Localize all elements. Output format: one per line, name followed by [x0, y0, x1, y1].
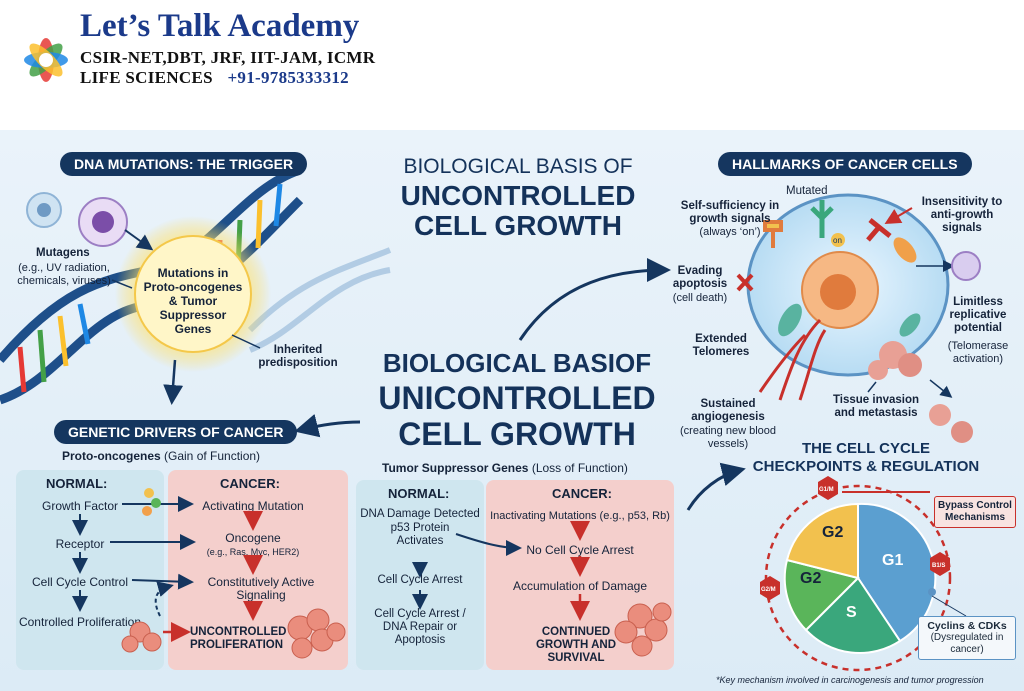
- proto-oncogenes-heading: Proto-oncogenes (Gain of Function): [62, 450, 260, 463]
- phase-g2-upper: G2: [822, 524, 844, 541]
- hallmarks-heading: HALLMARKS OF CANCER CELLS: [718, 152, 972, 176]
- proto-normal-step-3: Cell Cycle Control: [31, 575, 129, 589]
- cyclins-box: Cyclins & CDKs (Dysregulated in cancer): [918, 616, 1016, 660]
- proto-title: Proto-oncogenes: [62, 449, 161, 463]
- academy-exams: CSIR-NET,DBT, JRF, IIT-JAM, ICMR: [80, 48, 376, 67]
- tissue-invasion: Tissue invasion and metastasis: [832, 394, 920, 419]
- proto-subtitle: (Gain of Function): [164, 449, 261, 463]
- tsg-cancer-label: CANCER:: [552, 486, 612, 501]
- limitless-potential-title: Limitless replicative potential: [949, 296, 1007, 334]
- cancer-cell-icon: [746, 193, 950, 401]
- academy-header: Let’s Talk Academy CSIR-NET,DBT, JRF, II…: [0, 0, 1024, 128]
- infographic-panel: DNA MUTATIONS: THE TRIGGER Mutagens (e.g…: [0, 130, 1024, 691]
- self-sufficiency-detail: (always ‘on’): [699, 226, 761, 238]
- proto-cancer-step-3: Constitutively Active Signaling: [207, 575, 315, 602]
- top-title-line2: UNCONTROLLED: [400, 180, 636, 211]
- proto-normal-step-4: Controlled Proliferation: [18, 615, 142, 629]
- proto-cancer-step-2-detail: (e.g., Ras, Myc, HER2): [206, 547, 300, 557]
- tsg-cancer-step-4: CONTINUED GROWTH AND SURVIVAL: [535, 626, 617, 664]
- on-label: on: [833, 236, 842, 245]
- proto-cancer-step-2: Oncogene: [225, 531, 281, 545]
- limitless-potential-detail: (Telomerase activation): [947, 340, 1009, 365]
- proto-normal-label: NORMAL:: [46, 476, 108, 491]
- angiogenesis-title: Sustained angiogenesis: [691, 398, 765, 423]
- mid-title-line2: UNICONTROLLED: [378, 380, 656, 416]
- footnote: *Key mechanism involved in carcinogenesi…: [716, 675, 984, 685]
- cell-cycle-heading-1: THE CELL CYCLE: [801, 440, 931, 457]
- mutations-glow-label: Mutations in Proto-oncogenes & Tumor Sup…: [143, 266, 243, 336]
- tsg-subtitle: (Loss of Function): [531, 461, 628, 475]
- phase-g2-lower: G2: [800, 570, 822, 587]
- academy-phone: +91-9785333312: [227, 68, 349, 87]
- driver-arrows: [72, 488, 672, 659]
- proto-cancer-step-4: UNCONTROLLED PROLIFERATION: [190, 626, 287, 651]
- self-sufficiency-title: Self-sufficiency in growth signals: [680, 200, 780, 225]
- tsg-normal-label: NORMAL:: [388, 486, 450, 501]
- proto-cancer-label: CANCER:: [220, 476, 280, 491]
- proto-normal-step-2: Receptor: [55, 537, 105, 551]
- inherited-predisposition: Inherited predisposition: [258, 344, 338, 369]
- mid-title-line1: BIOLOGICAL BASIOF: [382, 348, 652, 378]
- tsg-title: Tumor Suppressor Genes: [382, 461, 529, 475]
- mutagens-title: Mutagens: [36, 247, 90, 259]
- academy-logo-icon: [24, 38, 68, 82]
- tsg-normal-step-4: Cell Cycle Arrest / DNA Repair or Apopto…: [374, 608, 466, 646]
- evading-apoptosis-title: Evading apoptosis: [672, 265, 728, 290]
- infographic-artwork: [0, 165, 981, 672]
- insensitivity-label: Insensitivity to anti-growth signals: [921, 196, 1003, 234]
- cyclins-detail: (Dysregulated in cancer): [930, 632, 1004, 655]
- phase-g1: G1: [882, 552, 904, 569]
- tsg-normal-step-2: p53 Protein Activates: [390, 522, 450, 547]
- top-title-line1: BIOLOGICAL BASIS OF: [403, 155, 633, 178]
- academy-subject-line: LIFE SCIENCES +91-9785333312: [80, 68, 349, 88]
- cyclins-title: Cyclins & CDKs: [927, 620, 1007, 632]
- mid-title-line3: CELL GROWTH: [398, 416, 636, 452]
- tsg-cancer-step-2: No Cell Cycle Arrest: [526, 543, 634, 557]
- checkpoint-b1s: B1/S: [932, 563, 946, 569]
- extended-telomeres: Extended Telomeres: [692, 333, 750, 358]
- tsg-normal-step-1: DNA Damage Detected: [360, 508, 480, 520]
- phase-s: S: [846, 604, 857, 621]
- academy-title: Let’s Talk Academy: [80, 8, 360, 44]
- genetic-drivers-heading: GENETIC DRIVERS OF CANCER: [54, 420, 298, 444]
- proto-normal-step-1: Growth Factor: [41, 499, 119, 513]
- cell-cycle-heading-2: CHECKPOINTS & REGULATION: [752, 458, 980, 475]
- bypass-control-box: Bypass Control Mechanisms: [934, 496, 1016, 528]
- cell-cycle-pie-chart: [760, 476, 967, 672]
- mutated-label: Mutated: [786, 185, 828, 197]
- evading-apoptosis-detail: (cell death): [672, 292, 728, 304]
- angiogenesis-detail: (creating new blood vessels): [680, 425, 777, 450]
- tsg-normal-step-3: Cell Cycle Arrest: [377, 574, 463, 586]
- top-title-line3: CELL GROWTH: [414, 210, 622, 241]
- tsg-cancer-step-3: Accumulation of Damage: [512, 579, 648, 593]
- checkpoint-g2m: G2/M: [761, 587, 776, 593]
- checkpoint-g1m: G1/M: [819, 487, 834, 493]
- tsg-heading: Tumor Suppressor Genes (Loss of Function…: [382, 462, 628, 475]
- academy-subject: LIFE SCIENCES: [80, 68, 213, 87]
- mutagens-detail: (e.g., UV radiation, chemicals, viruses): [17, 262, 111, 287]
- dna-mutations-heading: DNA MUTATIONS: THE TRIGGER: [60, 152, 308, 176]
- tsg-cancer-step-1: Inactivating Mutations (e.g., p53, Rb): [490, 510, 670, 522]
- proto-cancer-step-1: Activating Mutation: [202, 499, 304, 513]
